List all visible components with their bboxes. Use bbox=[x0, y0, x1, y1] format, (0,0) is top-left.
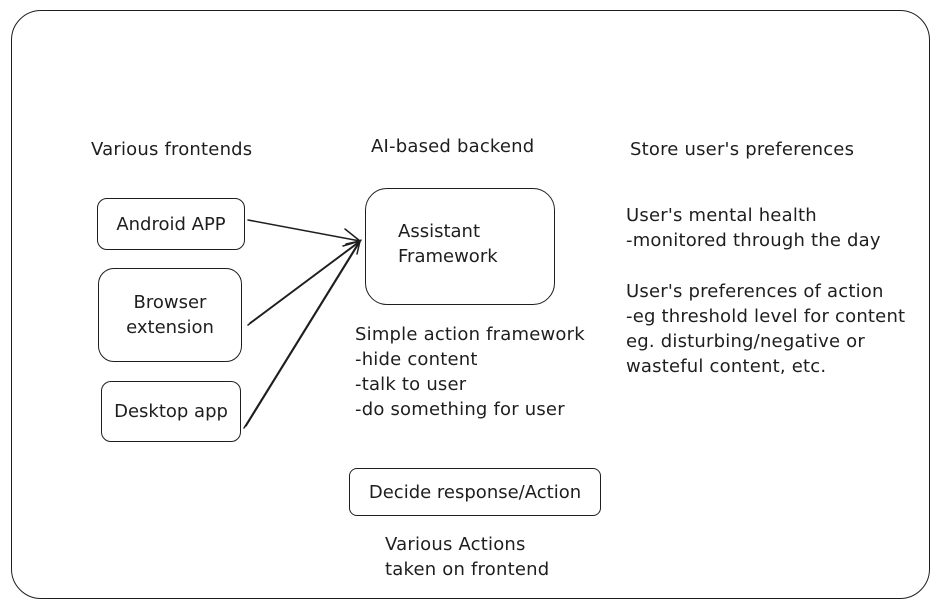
mental-health-line1: User's mental health bbox=[626, 205, 817, 226]
android-app-box[interactable]: Android APP bbox=[97, 198, 245, 250]
browser-extension-label-line2: extension bbox=[126, 317, 214, 338]
action-item-do: -do something for user bbox=[355, 399, 565, 420]
action-item-hide: -hide content bbox=[355, 349, 478, 370]
desktop-app-box[interactable]: Desktop app bbox=[101, 381, 241, 442]
action-preferences-line4: wasteful content, etc. bbox=[626, 356, 827, 377]
mental-health-line2: -monitored through the day bbox=[626, 230, 881, 251]
mental-health-note: User's mental health -monitored through … bbox=[626, 203, 881, 253]
action-framework-list: Simple action framework -hide content -t… bbox=[355, 322, 585, 422]
heading-frontends: Various frontends bbox=[91, 139, 253, 160]
android-app-label: Android APP bbox=[116, 213, 226, 235]
action-preferences-note: User's preferences of action -eg thresho… bbox=[626, 279, 905, 379]
actions-taken-note: Various Actions taken on frontend bbox=[385, 532, 549, 582]
heading-preferences: Store user's preferences bbox=[630, 139, 855, 160]
action-preferences-line2: -eg threshold level for content bbox=[626, 306, 906, 327]
browser-extension-label-line1: Browser bbox=[133, 292, 207, 313]
browser-extension-box[interactable]: Browser extension bbox=[98, 268, 242, 362]
assistant-framework-box[interactable]: Assistant Framework bbox=[365, 188, 555, 305]
action-preferences-line3: eg. disturbing/negative or bbox=[626, 331, 865, 352]
assistant-framework-label-line2: Framework bbox=[398, 246, 498, 267]
actions-taken-line2: taken on frontend bbox=[385, 559, 550, 580]
action-framework-title: Simple action framework bbox=[355, 324, 585, 345]
assistant-framework-label-line1: Assistant bbox=[398, 221, 481, 242]
action-preferences-line1: User's preferences of action bbox=[626, 281, 884, 302]
decide-response-label: Decide response/Action bbox=[368, 481, 582, 503]
action-item-talk: -talk to user bbox=[355, 374, 467, 395]
actions-taken-line1: Various Actions bbox=[385, 534, 526, 555]
canvas-frame bbox=[11, 10, 930, 599]
heading-backend: AI-based backend bbox=[371, 136, 535, 157]
decide-response-box[interactable]: Decide response/Action bbox=[349, 468, 601, 516]
desktop-app-label: Desktop app bbox=[114, 401, 228, 422]
